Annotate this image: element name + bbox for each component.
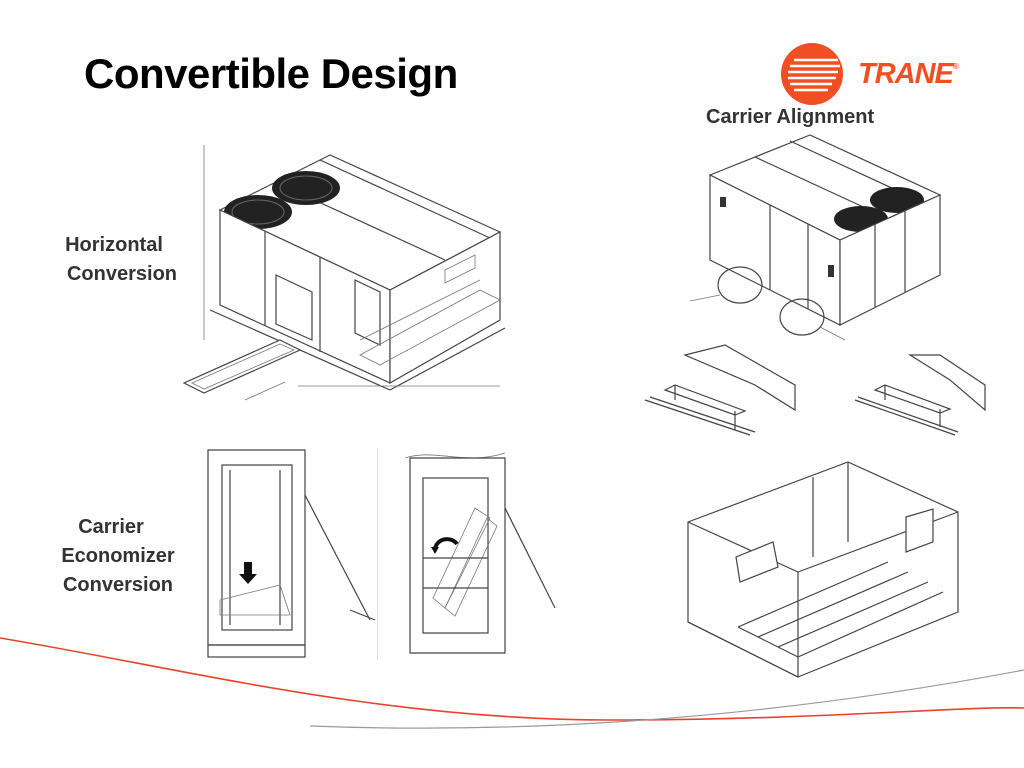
carrier-alignment-label: Carrier Alignment: [706, 106, 875, 128]
down-arrow-icon: [239, 562, 257, 584]
economizer-label-line3: Conversion: [62, 574, 174, 596]
economizer-step2-drawing: [404, 452, 556, 654]
condenser-fan-icon: [870, 187, 924, 213]
horizontal-conversion-drawing: [182, 145, 506, 401]
trane-wordmark-text: TRANE: [858, 58, 954, 90]
drawing-divider: [377, 448, 378, 660]
curb-rail-detail-left-drawing: [644, 344, 796, 436]
trane-circle-logo-icon: [781, 43, 843, 105]
economizer-step1-drawing: [207, 449, 376, 658]
economizer-label-line1: Carrier: [78, 516, 144, 538]
slide-title: Convertible Design: [84, 50, 458, 97]
carrier-economizer-conversion-label: Carrier Economizer Conversion: [48, 513, 188, 600]
economizer-label-line2: Economizer: [61, 545, 175, 567]
carrier-alignment-unit-drawing: [689, 134, 942, 341]
base-unit-underside-drawing: [687, 461, 959, 678]
trane-wordmark: TRANE®: [858, 58, 959, 91]
horizontal-label-line1: Horizontal: [65, 234, 163, 256]
horizontal-conversion-label: Horizontal Conversion: [52, 231, 192, 289]
curb-rail-detail-right-drawing: [854, 354, 986, 436]
condenser-fan-icon: [272, 171, 340, 205]
bottom-accent-swoosh: [0, 637, 1024, 729]
trademark-symbol: ®: [952, 62, 959, 71]
horizontal-label-line2: Conversion: [66, 263, 178, 285]
